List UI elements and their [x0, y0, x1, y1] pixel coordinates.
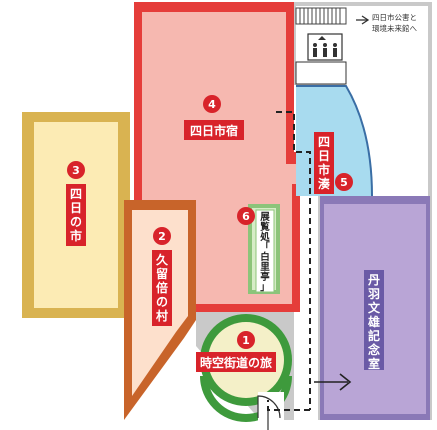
marker-2: 2 [153, 227, 171, 245]
vertical-label-char: 丹 [368, 273, 380, 287]
vertical-label-char: 雄 [367, 314, 380, 329]
tanba-label-box [364, 270, 384, 370]
vertical-label-char: 倍 [156, 280, 168, 295]
zone-4-label: 四日市宿 [190, 123, 238, 138]
vertical-label-char: 日 [318, 149, 330, 163]
marker-1: 1 [237, 331, 255, 349]
zone-1-label: 時空街道の旅 [200, 355, 272, 370]
zone-5-label-box [314, 132, 334, 194]
zone-6-label: 展覧処「白里亭」 [259, 212, 270, 293]
zone-2-label-box [152, 250, 172, 326]
svg-text:3: 3 [72, 164, 80, 177]
vertical-label-char: 白 [260, 251, 270, 263]
vertical-label-char: 文 [368, 300, 381, 315]
vertical-label-char: 留 [156, 266, 168, 281]
vertical-label-char: 」 [260, 282, 270, 293]
vertical-label-char: 四 [318, 135, 330, 149]
stairs [295, 7, 347, 25]
vertical-label-char: 室 [368, 356, 380, 371]
route-arrow-icon [314, 373, 352, 391]
vertical-label-char: 覧 [259, 221, 270, 233]
marker-3: 3 [67, 161, 85, 179]
vertical-label-char: の [156, 295, 168, 309]
vertical-label-char: 処 [259, 231, 270, 243]
zone-3-label-box [66, 184, 86, 246]
vertical-label-char: 四 [70, 187, 82, 201]
vertical-label-char: 里 [260, 262, 270, 273]
exit-text-line2: 環境未来館へ [372, 23, 417, 33]
vertical-label-char: 念 [368, 342, 380, 357]
vertical-label-char: 久 [156, 252, 169, 267]
vertical-label-char: 湊 [318, 176, 330, 191]
svg-text:4: 4 [208, 98, 216, 111]
people-elevator-icon [307, 33, 343, 61]
zone-1-label-box [196, 352, 276, 372]
vertical-label-char: 市 [318, 162, 330, 177]
vertical-label-char: 羽 [368, 287, 380, 301]
exit-arrow-icon [356, 15, 370, 25]
vertical-label-char: 日 [70, 201, 82, 215]
route-path [267, 111, 311, 411]
entrance-door [257, 392, 284, 430]
marker-6: 6 [237, 207, 255, 225]
svg-text:2: 2 [158, 230, 166, 243]
zone-4-label-box [184, 120, 244, 140]
marker-4: 4 [203, 95, 221, 113]
vertical-label-char: 展 [260, 212, 270, 223]
elevator-shaft [295, 61, 347, 85]
svg-text:5: 5 [340, 176, 348, 189]
vertical-label-char: 記 [368, 328, 380, 343]
svg-text:1: 1 [242, 334, 250, 347]
svg-text:6: 6 [242, 210, 250, 223]
vertical-label-char: 「 [260, 241, 270, 253]
exit-text-line1: 四日市公害と [372, 12, 417, 22]
vertical-label-char: 市 [70, 228, 82, 243]
vertical-label-char: 亭 [260, 271, 270, 283]
vertical-label-char: の [70, 215, 82, 229]
zone-6-label-box [255, 209, 275, 293]
vertical-label-char: 村 [156, 308, 168, 323]
marker-5: 5 [335, 173, 353, 191]
